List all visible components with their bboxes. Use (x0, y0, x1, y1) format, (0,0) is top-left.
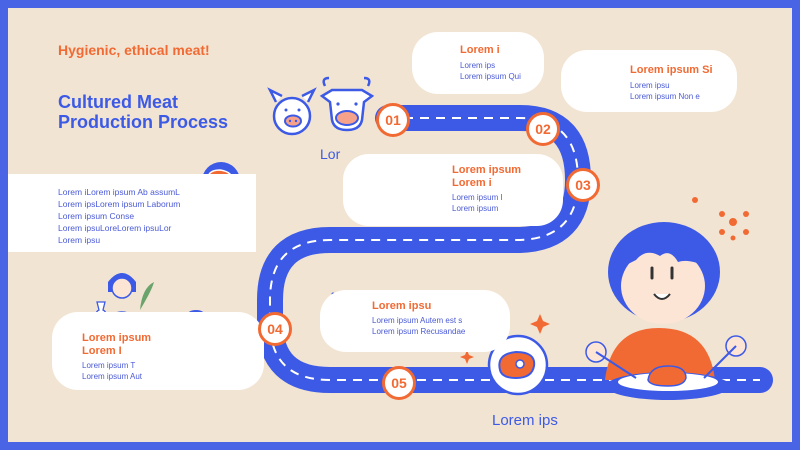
steak-badge-icon (487, 334, 549, 396)
step-1-card (412, 32, 544, 94)
bottom-label: Lorem ips (492, 412, 558, 429)
side-note-text: Lorem iLorem ipsum Ab assumL Lorem ipsLo… (58, 187, 181, 245)
step-5-card (320, 290, 510, 352)
sparkle-icon (460, 314, 550, 364)
step-2-title: Lorem ipsum Si (630, 64, 713, 76)
step-marker-03: 03 (566, 168, 600, 202)
step-5-body: Lorem ipsum Autem est s Lorem ipsum Recu… (372, 316, 466, 336)
slide-canvas: Hygienic, ethical meat! Cultured Meat Pr… (8, 8, 792, 442)
step-5-title: Lorem ipsu (372, 300, 432, 312)
step-1-title: Lorem i (460, 44, 500, 56)
step-3-title: Lorem ipsum Lorem i (452, 164, 522, 189)
step-4-card (52, 312, 264, 390)
step-4-body: Lorem ipsum T Lorem ipsum Aut (82, 361, 143, 381)
step-3-body: Lorem ipsum I Lorem ipsum (452, 193, 503, 213)
step-3-card (343, 154, 563, 226)
step-marker-01: 01 (376, 103, 410, 137)
step-marker-02: 02 (526, 112, 560, 146)
step-marker-04: 04 (258, 312, 292, 346)
step-marker-05: 05 (382, 366, 416, 400)
molecule-deco-icon (692, 197, 749, 241)
boy-eating-illustration (585, 222, 747, 400)
cow-icon (319, 76, 375, 132)
step-4-title: Lorem ipsum Lorem I (82, 332, 152, 357)
farm-label: Lor (320, 146, 341, 162)
pig-icon (267, 87, 317, 136)
page-title: Cultured Meat Production Process (58, 92, 229, 132)
step-2-card (561, 50, 737, 112)
side-note-panel (8, 174, 256, 252)
tagline: Hygienic, ethical meat! (58, 42, 210, 58)
step-1-body: Lorem ips Lorem ipsum Qui (460, 61, 521, 81)
step-2-body: Lorem ipsu Lorem ipsum Non e (630, 81, 700, 101)
